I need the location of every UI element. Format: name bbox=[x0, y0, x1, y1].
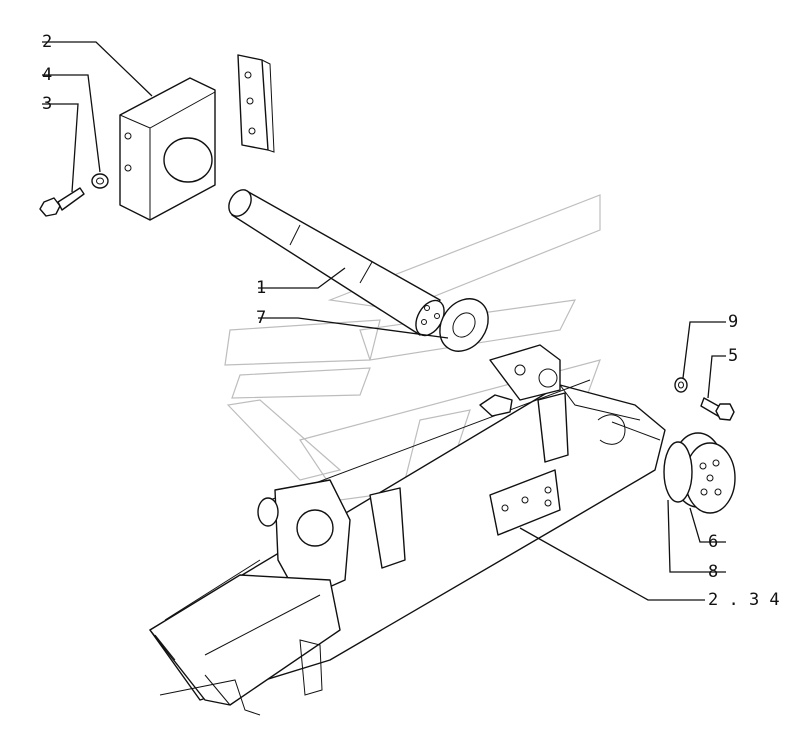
callout-7: 7 bbox=[256, 308, 266, 328]
callout-1: 1 bbox=[256, 278, 266, 298]
callout-2: 2 bbox=[42, 32, 52, 52]
callout-4: 4 bbox=[42, 65, 52, 85]
bolt-5 bbox=[700, 397, 735, 421]
callout-6: 6 bbox=[708, 532, 718, 552]
callout-labels: 2 4 3 1 7 9 5 6 8 2 . 3 4 bbox=[42, 32, 780, 610]
leader-1 bbox=[258, 267, 346, 289]
leader-5 bbox=[707, 355, 726, 399]
bolt-3 bbox=[39, 187, 85, 217]
washer-4 bbox=[91, 173, 109, 189]
leader-9 bbox=[682, 321, 726, 379]
callout-2-34: 2 . 3 4 bbox=[708, 590, 780, 610]
leader-7 bbox=[258, 317, 449, 339]
axle-frame bbox=[149, 344, 666, 716]
bracket-block bbox=[119, 77, 216, 221]
leader-2 bbox=[42, 41, 153, 97]
callout-5: 5 bbox=[728, 346, 738, 366]
leader-4 bbox=[42, 74, 101, 173]
leader-lines bbox=[42, 41, 726, 601]
leader-6 bbox=[689, 507, 726, 543]
callout-8: 8 bbox=[708, 562, 718, 582]
callout-9: 9 bbox=[728, 312, 738, 332]
callout-3: 3 bbox=[42, 94, 52, 114]
leader-8 bbox=[667, 499, 726, 573]
leader-2-34 bbox=[519, 527, 705, 601]
spacer-ring-7 bbox=[439, 298, 489, 352]
o-ring-8 bbox=[663, 441, 693, 503]
washer-9 bbox=[674, 377, 688, 393]
flat-plate bbox=[237, 54, 275, 153]
leader-3 bbox=[42, 103, 79, 193]
